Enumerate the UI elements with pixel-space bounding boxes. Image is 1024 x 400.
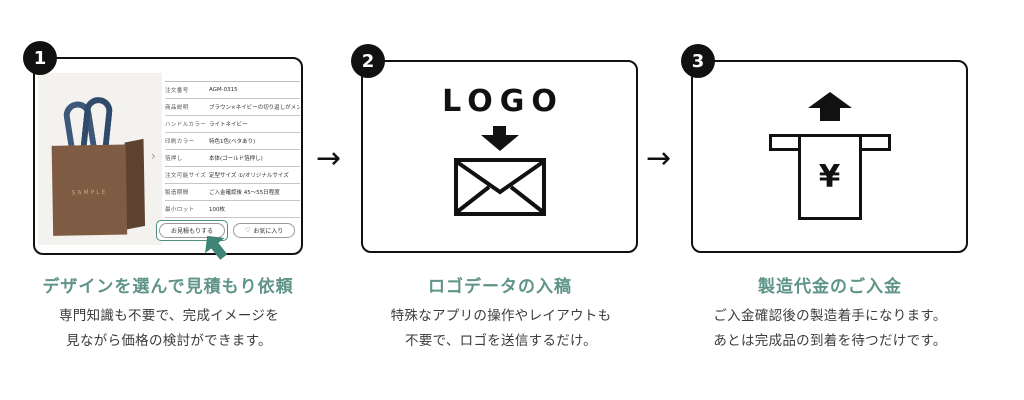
bag-handle (80, 95, 114, 149)
description-line: 専門知識も不要で、完成イメージを (59, 308, 279, 324)
favorite-button: ♡ お気に入り (233, 223, 296, 238)
table-row: 製造期間 ご入金確認後 45〜55日程度 (165, 184, 300, 201)
step2-number-badge: 2 (351, 44, 385, 78)
envelope-icon (453, 158, 546, 216)
step2-title: ロゴデータの入稿 (428, 277, 572, 297)
step3-title: 製造代金のご入金 (758, 277, 902, 297)
spec-value: ブラウン×ネイビーの切り返しがメンズライ (209, 105, 300, 111)
step1-title: デザインを選んで見積もり依頼 (42, 277, 294, 297)
paper-bag-illustration: SAMPLE (45, 92, 156, 242)
step1-number-badge: 1 (23, 41, 57, 75)
product-photo: SAMPLE › (38, 73, 162, 245)
table-row: 注文可能サイズ 定型サイズ ①/オリジナルサイズ (165, 167, 300, 184)
spec-value: ご入金確認後 45〜55日程度 (209, 190, 280, 196)
description-line: 見ながら価格の検討ができます。 (66, 332, 272, 349)
up-arrow-icon (807, 92, 852, 121)
flow-arrow-icon: → (646, 141, 672, 176)
table-row: 商品説明 ブラウン×ネイビーの切り返しがメンズライ (165, 99, 300, 116)
spec-label: 箔押し (165, 156, 183, 162)
spec-value: AGM-0315 (209, 87, 238, 93)
cursor-arrow-icon (205, 235, 228, 260)
step1-description: 専門知識も不要で、完成イメージを 見ながら価格の検討ができます。 (4, 304, 334, 354)
spec-value: 本体(ゴールド箔押し) (209, 156, 263, 162)
step2-description: 特殊なアプリの操作やレイアウトも 不要で、ロゴを送信するだけ。 (336, 304, 666, 354)
spec-label: 注文可能サイズ (165, 173, 207, 179)
down-arrow-icon (480, 126, 519, 151)
description-line: 特殊なアプリの操作やレイアウトも (390, 308, 612, 324)
flow-arrow-icon: → (316, 141, 342, 176)
yen-symbol: ¥ (818, 158, 841, 195)
bag-sample-logo: SAMPLE (71, 188, 108, 197)
step2-card: 2 LOGO (351, 44, 638, 253)
step3-card: 3 ¥ (681, 44, 968, 253)
description-line: 不要で、ロゴを送信するだけ。 (405, 332, 597, 349)
step3-description: ご入金確認後の製造着手になります。 あとは完成品の到着を待つだけです。 (660, 304, 1000, 354)
yen-bill: ¥ (797, 134, 862, 220)
table-row: ハンドルカラー ライトネイビー (165, 116, 300, 133)
description-line: あとは完成品の到着を待つだけです。 (713, 332, 947, 349)
spec-value: 定型サイズ ①/オリジナルサイズ (209, 173, 289, 179)
spec-label: 最小ロット (165, 207, 195, 213)
table-row: 最小ロット 100枚 (165, 201, 300, 218)
step3-number-badge: 3 (681, 44, 715, 78)
table-row: 注文番号 AGM-0315 (165, 82, 300, 99)
quote-button: お見積もりする (159, 223, 226, 238)
chevron-right-icon: › (151, 149, 156, 163)
heart-icon: ♡ (245, 227, 251, 234)
spec-label: ハンドルカラー (165, 122, 207, 128)
spec-value: ライトネイビー (209, 122, 248, 128)
product-spec-table: 注文番号 AGM-0315 商品説明 ブラウン×ネイビーの切り返しがメンズライ … (165, 81, 300, 218)
spec-label: 製造期間 (165, 190, 189, 196)
payment-slot-icon: ¥ (768, 134, 891, 226)
table-row: 箔押し 本体(ゴールド箔押し) (165, 150, 300, 167)
spec-value: 特色1色(ベタあり) (209, 139, 256, 145)
mock-button-row: お見積もりする ♡ お気に入り (156, 220, 296, 241)
spec-label: 商品説明 (165, 105, 189, 111)
favorite-button-label: お気に入り (253, 228, 284, 235)
table-row: 印刷カラー 特色1色(ベタあり) (165, 133, 300, 150)
bag-side-face (124, 138, 146, 230)
spec-label: 注文番号 (165, 88, 189, 94)
description-line: ご入金確認後の製造着手になります。 (713, 308, 947, 324)
logo-placeholder-text: LOGO (442, 84, 564, 119)
spec-value: 100枚 (209, 207, 225, 213)
spec-label: 印刷カラー (165, 139, 195, 145)
step1-card: 1 SAMPLE › 注文番号 AGM-0315 商品説明 ブラウン×ネイビーの… (23, 41, 303, 260)
quote-button-highlight: お見積もりする (156, 220, 229, 241)
